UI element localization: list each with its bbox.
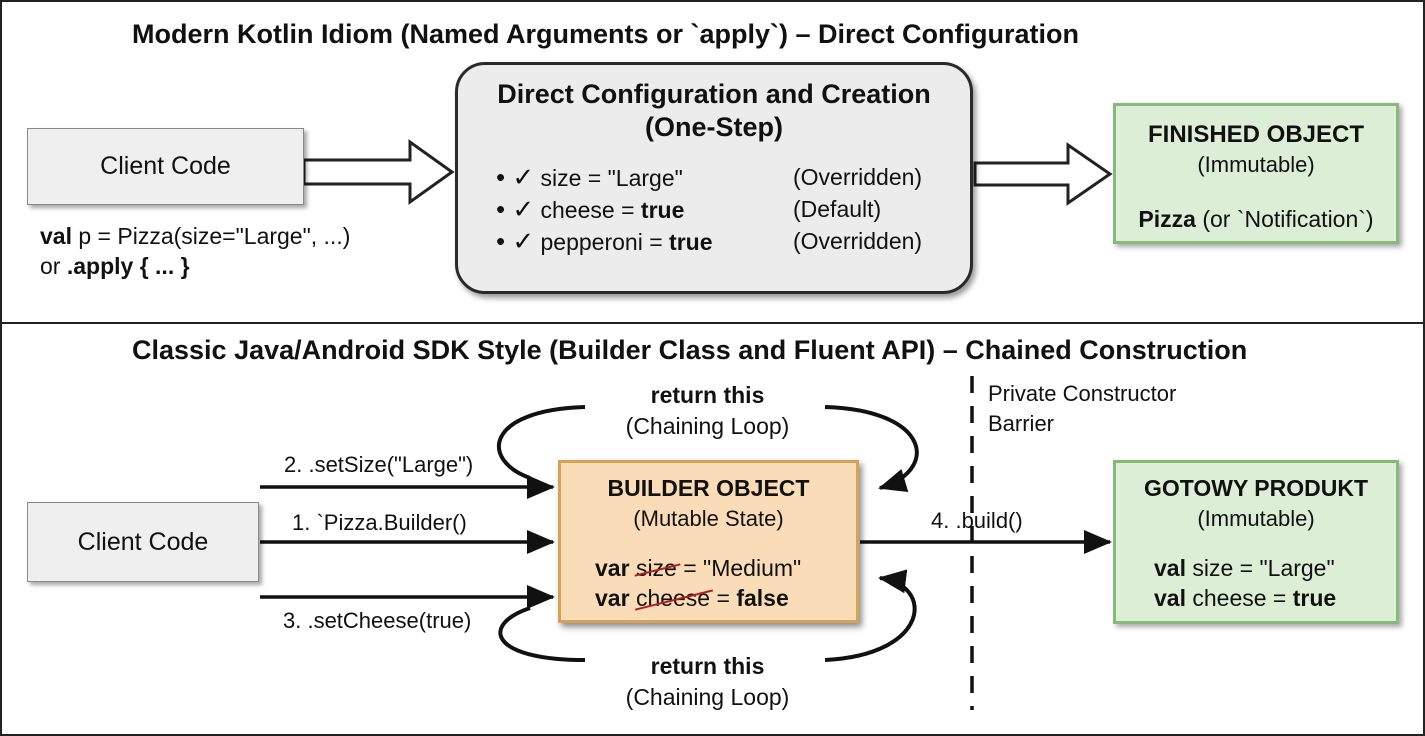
finished-type: Pizza (or `Notification`) xyxy=(1138,206,1374,232)
product-field-size: val size = "Large" xyxy=(1154,555,1335,581)
direct-configuration-box: Direct Configuration and Creation (One-S… xyxy=(455,62,973,294)
builder-title: BUILDER OBJECT xyxy=(607,475,810,501)
finished-object-box: FINISHED OBJECT (Immutable) Pizza (or `N… xyxy=(1113,103,1399,244)
gotowy-produkt-box: GOTOWY PRODUKT (Immutable) val size = "L… xyxy=(1113,460,1399,624)
bullet-row: • ✓ pepperoni = true xyxy=(496,226,713,256)
barrier-label: Private Constructor Barrier xyxy=(988,381,1177,436)
product-field-cheese: val cheese = true xyxy=(1154,585,1337,611)
config-subtitle: (One-Step) xyxy=(645,112,783,142)
builder-field-size: var size = "Medium" xyxy=(595,555,802,581)
client-code-box-bottom: Client Code xyxy=(27,502,259,582)
bottom-title: Classic Java/Android SDK Style (Builder … xyxy=(132,335,1248,365)
loop-arrow-icon xyxy=(496,405,919,492)
check-icon: • ✓ xyxy=(496,162,535,192)
hollow-arrow-icon xyxy=(302,139,455,205)
check-icon: • ✓ xyxy=(496,226,535,256)
builder-field-cheese: var cheese = false xyxy=(595,585,789,611)
builder-object-box: BUILDER OBJECT (Mutable State) var size … xyxy=(558,460,859,623)
step-1-label: 1. `Pizza.Builder() xyxy=(292,510,467,535)
client-code-label: Client Code xyxy=(100,152,231,180)
builder-subtitle: (Mutable State) xyxy=(633,506,784,531)
finished-title: FINISHED OBJECT xyxy=(1147,121,1365,148)
kotlin-code-line-1: val p = Pizza(size="Large", ...) xyxy=(40,223,351,249)
kotlin-code-line-2: or .apply { ... } xyxy=(40,253,190,279)
step-3-label: 3. .setCheese(true) xyxy=(283,608,472,633)
client-code-box: Client Code xyxy=(27,128,304,205)
bullet-note: (Overridden) xyxy=(793,228,923,254)
step-4-label: 4. .build() xyxy=(931,508,1023,533)
bullet-note: (Overridden) xyxy=(793,164,923,190)
top-title: Modern Kotlin Idiom (Named Arguments or … xyxy=(132,19,1080,49)
loop-arrow-icon xyxy=(498,569,917,662)
hollow-arrow-icon xyxy=(973,142,1113,206)
loop-top-label: return this (Chaining Loop) xyxy=(625,382,790,439)
config-title: Direct Configuration and Creation xyxy=(497,79,931,109)
check-icon: • ✓ xyxy=(496,194,535,224)
step-2-label: 2. .setSize("Large") xyxy=(284,452,474,477)
bottom-panel xyxy=(0,322,1425,736)
client-code-label: Client Code xyxy=(77,527,209,556)
product-subtitle: (Immutable) xyxy=(1197,506,1315,531)
loop-bottom-label: return this (Chaining Loop) xyxy=(625,653,790,710)
bullet-note: (Default) xyxy=(793,196,882,222)
finished-subtitle: (Immutable) xyxy=(1197,152,1315,177)
product-title: GOTOWY PRODUKT xyxy=(1143,475,1369,501)
bullet-row: • ✓ cheese = true xyxy=(496,194,685,224)
bullet-row: • ✓ size = "Large" xyxy=(496,162,683,192)
